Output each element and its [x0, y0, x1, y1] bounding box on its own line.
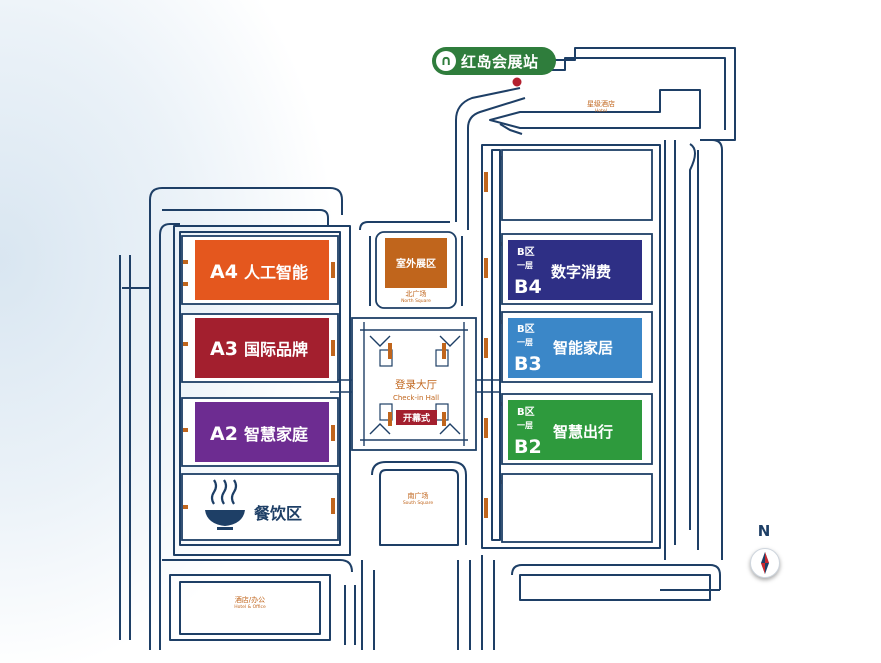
hall-a3[interactable]: A3 国际品牌: [181, 313, 339, 383]
hall-b-upper-blank: [501, 149, 653, 221]
south-square: 南广场 South Square: [403, 491, 434, 506]
metro-station-name: 红岛会展站: [461, 52, 539, 71]
south-square-en: South Square: [403, 500, 434, 506]
opening-ceremony-area[interactable]: [396, 410, 437, 425]
north-square-en: North Square: [401, 298, 431, 304]
star-hotel: 星级酒店 Hotel: [587, 99, 615, 114]
hall-b2-floor: 一层: [517, 421, 533, 430]
hall-a4-code: A4: [210, 261, 238, 283]
hall-b4-area: B区: [517, 246, 535, 258]
hall-b2-area: B区: [517, 406, 535, 418]
compass: N: [747, 522, 781, 582]
hotel-office-en: Hotel & Office: [234, 604, 266, 610]
hall-b3-code: B3: [514, 353, 542, 375]
hall-a4[interactable]: A4 人工智能: [181, 235, 339, 305]
hall-b4-code: B4: [514, 276, 542, 298]
metro-station-badge[interactable]: ∩ 红岛会展站: [432, 47, 556, 75]
hall-a2-name: 智慧家庭: [244, 425, 308, 444]
north-square-cn: 北广场: [406, 289, 427, 298]
hall-b3-floor: 一层: [517, 338, 533, 347]
opening-ceremony-label: 开幕式: [403, 412, 430, 424]
hall-b2-name: 智慧出行: [553, 423, 613, 441]
compass-disc: [750, 548, 780, 578]
hall-a4-name: 人工智能: [244, 263, 308, 282]
star-hotel-en: Hotel: [595, 108, 607, 114]
checkin-hall-cn: 登录大厅: [395, 378, 437, 391]
hall-b3[interactable]: B区 一层 B3 智能家居: [501, 311, 653, 383]
hall-b4-floor: 一层: [517, 261, 533, 270]
dining-label: 餐饮区: [253, 504, 302, 523]
noodle-bowl-icon: [205, 479, 245, 530]
hotel-office-cn: 酒店/办公: [235, 595, 265, 604]
hall-a3-name: 国际品牌: [244, 340, 308, 359]
hall-b3-name: 智能家居: [553, 339, 613, 357]
star-hotel-cn: 星级酒店: [587, 99, 615, 108]
hotel-office: 酒店/办公 Hotel & Office: [234, 595, 266, 610]
compass-needle-icon: [761, 552, 769, 574]
hall-a3-code: A3: [210, 338, 238, 360]
outdoor-exhibition-area[interactable]: [385, 238, 447, 288]
checkin-hall-en: Check-in Hall: [393, 394, 439, 402]
hall-a2-code: A2: [210, 423, 238, 445]
north-square: 室外展区 北广场 North Square: [375, 231, 457, 309]
station-location-marker: [512, 77, 522, 87]
compass-north-label: N: [757, 522, 771, 540]
outdoor-exhibition-label: 室外展区: [396, 257, 436, 270]
hall-a2[interactable]: A2 智慧家庭: [181, 397, 339, 467]
hall-b4[interactable]: B区 一层 B4 数字消费: [501, 233, 653, 305]
hall-b-lower-blank: [501, 473, 653, 543]
checkin-hall[interactable]: 登录大厅 Check-in Hall 开幕式: [351, 317, 477, 451]
dining-area[interactable]: 餐饮区: [181, 473, 339, 541]
hall-b4-name: 数字消费: [551, 263, 611, 281]
road-network: [119, 47, 736, 650]
south-square-cn: 南广场: [408, 491, 429, 500]
metro-station-icon: ∩: [436, 51, 456, 71]
hall-b3-area: B区: [517, 323, 535, 335]
hall-b2[interactable]: B区 一层 B2 智慧出行: [501, 393, 653, 465]
hall-b2-code: B2: [514, 436, 542, 458]
